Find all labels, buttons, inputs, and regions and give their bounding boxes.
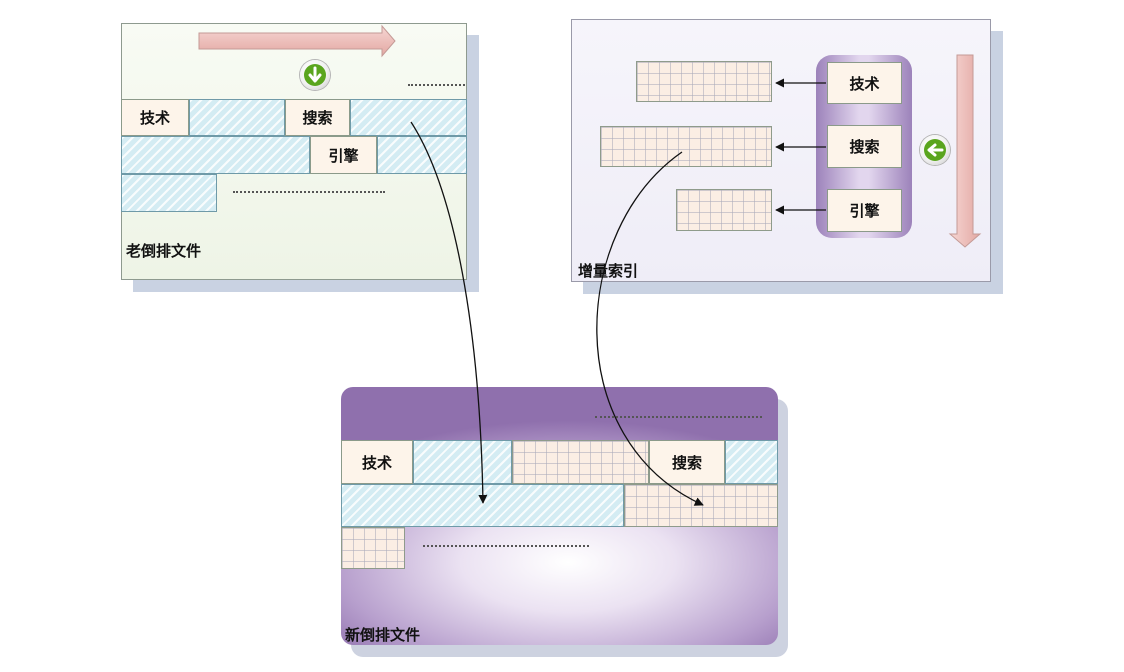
- inc-term-engine: 引擎: [827, 189, 902, 232]
- incremental-index-title: 增量索引: [578, 262, 639, 280]
- old-term-search: 搜索: [285, 99, 350, 136]
- old-postings-engine-cont: [121, 174, 217, 212]
- arrow-left-icon: [920, 135, 950, 165]
- new-file-title: 新倒排文件: [345, 626, 421, 644]
- arrow-down-icon: [300, 60, 330, 90]
- old-postings-search: [350, 99, 467, 136]
- inc-postings-search: [600, 126, 772, 167]
- new-inc-postings-search-cont: [341, 527, 405, 569]
- inc-term-tech: 技术: [827, 62, 902, 104]
- incremental-to-new-merge-arrow: [596, 151, 704, 506]
- new-file-ellipsis: [423, 545, 589, 547]
- new-old-postings-search: [725, 440, 778, 484]
- old-postings-search-cont: [121, 136, 310, 174]
- old-term-tech: 技术: [121, 99, 189, 136]
- old-to-new-merge-arrow: [410, 121, 488, 504]
- new-inc-postings-tech: [512, 440, 649, 484]
- new-old-postings-tech: [413, 440, 512, 484]
- new-file-ellipsis-top: [595, 416, 762, 418]
- old-postings-tech: [189, 99, 285, 136]
- inc-term-search: 搜索: [827, 125, 902, 168]
- old-file-ellipsis-top: [408, 84, 465, 86]
- old-file-title: 老倒排文件: [126, 242, 202, 260]
- old-file-ellipsis: [233, 191, 385, 193]
- new-term-search: 搜索: [649, 440, 725, 484]
- old-term-engine: 引擎: [310, 136, 377, 174]
- inc-postings-engine: [676, 189, 772, 231]
- inc-postings-tech: [636, 61, 772, 102]
- new-term-tech: 技术: [341, 440, 413, 484]
